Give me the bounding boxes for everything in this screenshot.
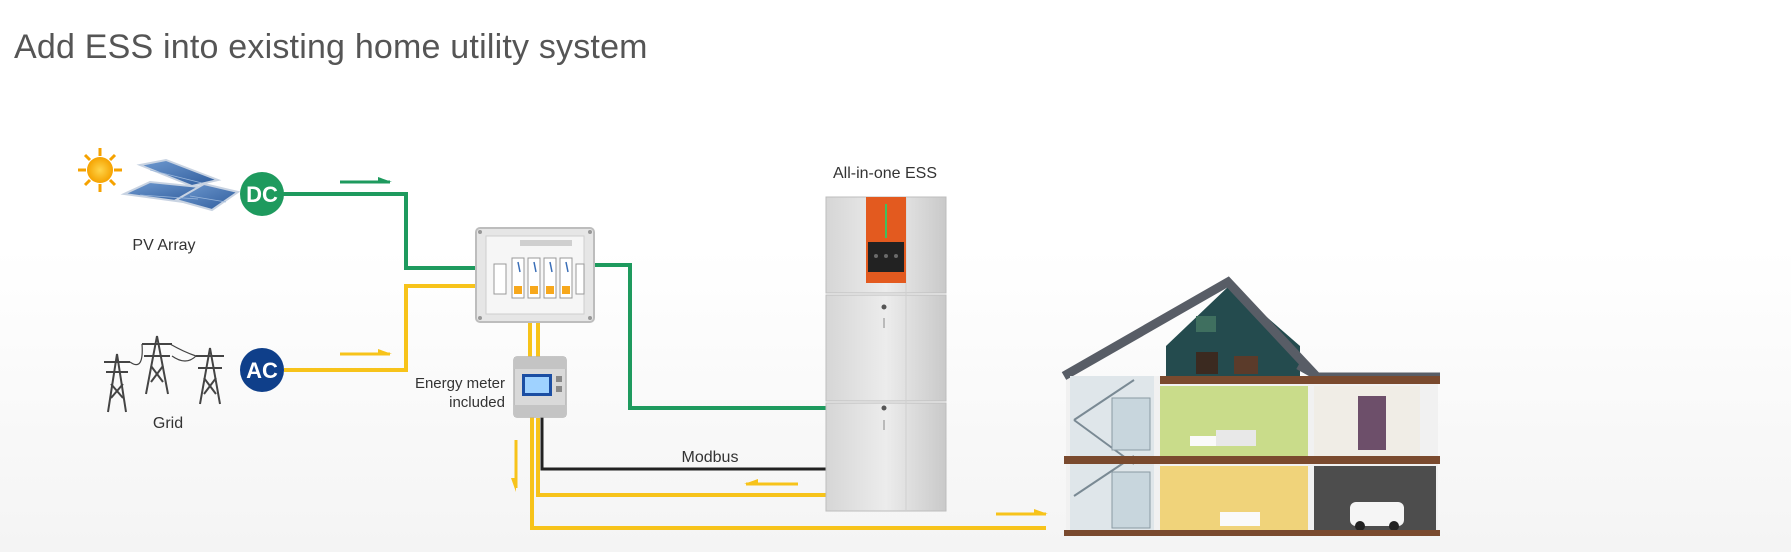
dc-line-pv [282,192,478,270]
connection-lines [282,192,1046,530]
ess-label: All-in-one ESS [833,165,937,182]
breaker-box [475,227,595,323]
flow-arrows [340,177,1048,516]
grid-pylon-icon [104,335,224,413]
dc-badge: DC [240,172,284,216]
ac-badge-label: AC [246,358,278,383]
page-title: Add ESS into existing home utility syste… [14,28,648,66]
ac-line-grid [284,284,478,372]
modbus-line [540,416,826,471]
energy-meter-label-line1: Energy meter [415,375,505,392]
sun-icon [78,148,122,192]
house-illustration [1061,276,1440,536]
grid-label: Grid [153,415,183,432]
energy-meter-label-line2: included [449,394,505,411]
solar-panel-icon [120,158,241,212]
ac-line-bottom [528,322,1046,530]
modbus-label: Modbus [682,449,739,466]
arrow-dc-right-icon [340,177,392,184]
arrow-ac-left-icon [744,479,798,486]
ess-cabinet [825,196,947,512]
dc-line-ess [594,263,826,410]
ac-line-ess [536,418,826,497]
arrow-ac-down-icon [511,440,518,492]
dc-badge-label: DC [246,182,278,207]
pv-array-label: PV Array [132,237,195,254]
energy-meter [513,356,567,418]
ac-badge: AC [240,348,284,392]
arrow-ac-right-icon [340,349,392,356]
arrow-ac-house-icon [996,509,1048,516]
